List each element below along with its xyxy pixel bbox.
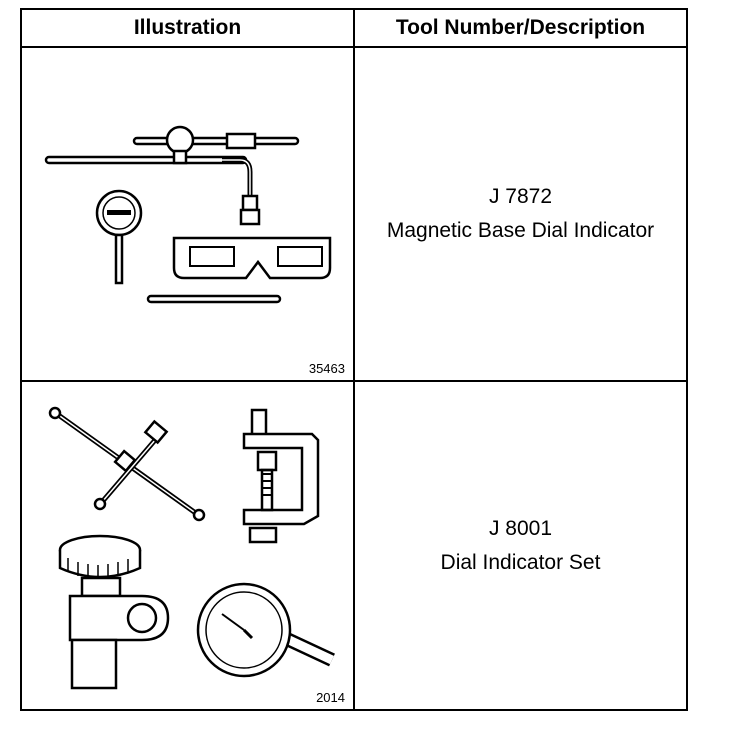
illustration-cell-magnetic-base: 35463 [22,48,355,382]
tool-number: J 8001 [488,516,553,540]
magnetic-base-dial-indicator-illustration [44,125,332,304]
tool-description: Magnetic Base Dial Indicator [386,219,655,242]
tool-table: Illustration Tool Number/Description [20,8,688,711]
figure-number: 2014 [316,690,345,705]
description-cell-j8001: J 8001 Dial Indicator Set [355,382,686,709]
header-tool-description: Tool Number/Description [355,10,686,48]
dial-indicator-set-illustration [48,406,335,690]
illustration-cell-dial-indicator-set: 2014 [22,382,355,709]
tool-description: Dial Indicator Set [440,550,601,574]
figure-number: 35463 [308,361,345,376]
tool-number: J 7872 [488,185,553,208]
header-illustration: Illustration [22,10,355,48]
description-cell-j7872: J 7872 Magnetic Base Dial Indicator [355,48,686,382]
